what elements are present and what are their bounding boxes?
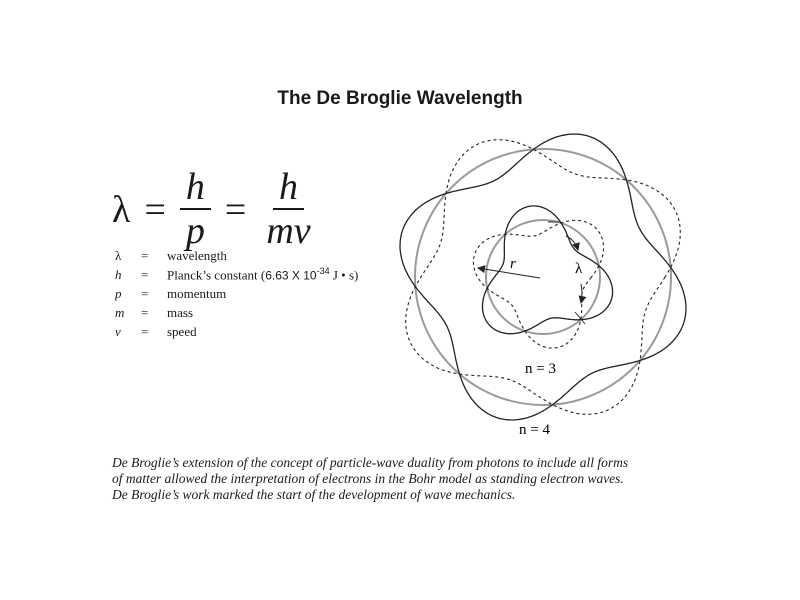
wavelength-label: λ <box>575 261 583 277</box>
fraction-denominator: p <box>185 210 205 253</box>
legend-equals: = <box>141 247 149 263</box>
legend-symbol: m <box>115 304 125 320</box>
equation-equals-1: = <box>144 189 166 231</box>
legend-row-momentum: p = momentum <box>115 284 358 303</box>
wave-n3-solid <box>481 205 614 335</box>
legend-row-wavelength: λ = wavelength <box>115 246 358 265</box>
planck-value: 6.63 X 10 <box>265 268 317 283</box>
fraction-h-over-mv: h mv <box>260 168 316 252</box>
legend-row-speed: v = speed <box>115 322 358 341</box>
caption-line: of matter allowed the interpretation of … <box>112 471 624 486</box>
legend-description: mass <box>167 304 193 320</box>
legend-row-mass: m = mass <box>115 303 358 322</box>
planck-unit: J • s) <box>329 267 359 283</box>
wave-n3-dashed <box>472 219 605 349</box>
radius-label: r <box>510 256 516 272</box>
planck-exponent: -34 <box>316 265 330 276</box>
wavelength-tick-bottom <box>574 311 586 325</box>
orbit-n4-circle <box>414 148 672 406</box>
legend-equals: = <box>141 285 149 301</box>
symbol-legend: λ = wavelength h = Planck’s constant (6.… <box>115 246 358 341</box>
equation-lambda: λ <box>112 189 131 231</box>
radius-arrow <box>477 265 541 279</box>
caption-line: De Broglie’s extension of the concept of… <box>112 455 629 470</box>
legend-description: momentum <box>167 285 227 301</box>
wavelength-arrow-bottom <box>578 283 587 304</box>
de-broglie-equation: λ = h p = h mv <box>112 160 317 260</box>
legend-equals: = <box>141 266 149 282</box>
legend-description: wavelength <box>167 247 227 263</box>
equation-equals-2: = <box>224 189 247 231</box>
legend-equals: = <box>141 304 149 320</box>
caption: De Broglie’s extension of the concept of… <box>112 455 712 503</box>
legend-symbol: h <box>115 266 122 282</box>
orbit-n3-label: n = 3 <box>525 361 556 377</box>
fraction-denominator: mv <box>266 210 311 253</box>
legend-symbol: v <box>115 323 121 339</box>
orbit-n3-circle <box>485 219 601 335</box>
fraction-numerator: h <box>272 168 304 211</box>
legend-description: speed <box>167 323 197 339</box>
fraction-numerator: h <box>179 168 211 211</box>
wave-n4-dashed <box>405 139 681 415</box>
planck-label: Planck’s constant ( <box>167 267 266 283</box>
legend-symbol: p <box>115 285 122 301</box>
legend-row-planck: h = Planck’s constant (6.63 X 10-34 J • … <box>115 265 358 284</box>
orbit-n4-label: n = 4 <box>519 422 550 438</box>
page-title: The De Broglie Wavelength <box>277 88 523 109</box>
legend-symbol: λ <box>115 247 122 263</box>
legend-description: Planck’s constant (6.63 X 10-34 J • s) <box>167 266 358 283</box>
fraction-h-over-p: h p <box>179 168 211 253</box>
caption-line: De Broglie’s work marked the start of th… <box>112 487 516 502</box>
wave-n4-solid <box>399 133 687 421</box>
legend-equals: = <box>141 323 149 339</box>
wavelength-arrow-top <box>565 235 580 251</box>
